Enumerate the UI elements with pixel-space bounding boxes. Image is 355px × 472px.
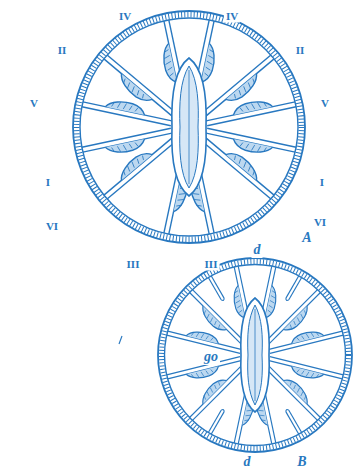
figure-letter: go — [202, 349, 220, 365]
mesentery-number: IV — [224, 10, 240, 23]
mesentery-number: IV — [117, 10, 133, 23]
figure-letter: d — [242, 454, 253, 470]
mesentery-number: I — [44, 176, 52, 189]
mesentery-number: V — [28, 97, 40, 110]
figure-letter: B — [295, 454, 308, 470]
mesentery-number: III — [125, 258, 142, 271]
figure-letter: d — [252, 242, 263, 258]
mesentery-number: I — [318, 176, 326, 189]
mesentery-number: II — [294, 44, 307, 57]
mesentery-number: VI — [312, 216, 328, 229]
mesentery-number: VI — [44, 220, 60, 233]
mesentery-number: V — [319, 97, 331, 110]
mesentery-number: II — [56, 44, 69, 57]
mesentery-number: III — [203, 258, 220, 271]
figure-letter: A — [300, 230, 313, 246]
